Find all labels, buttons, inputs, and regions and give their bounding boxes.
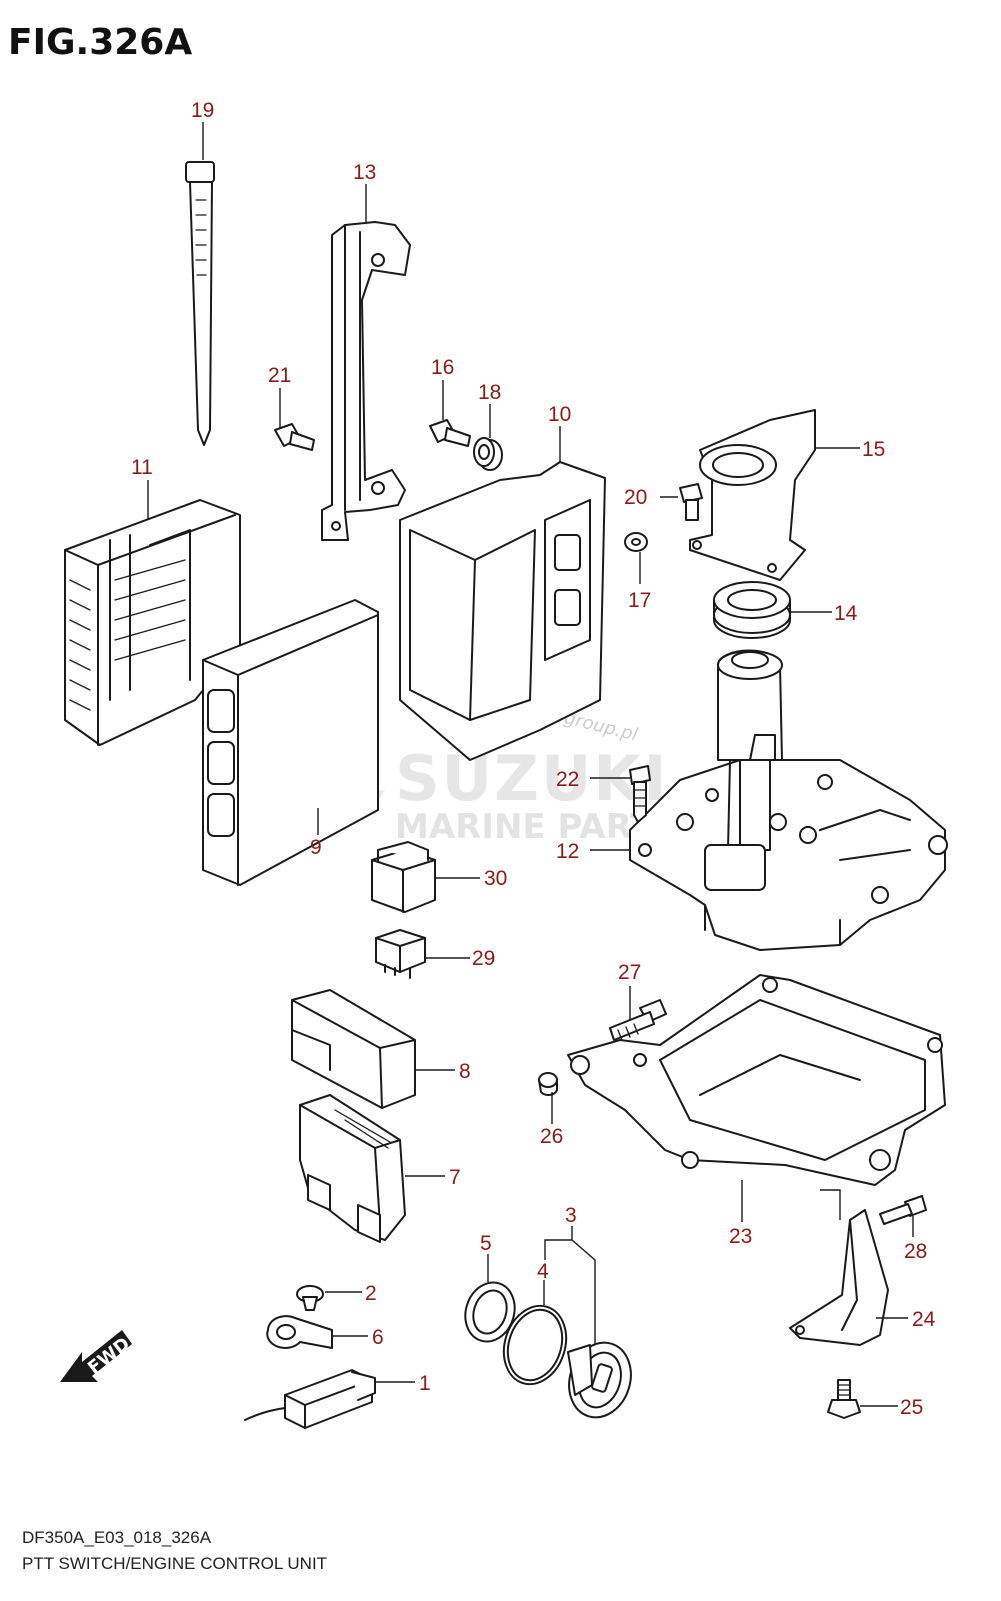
part-16-bolt [429,419,471,447]
callout-13: 13 [353,161,376,184]
callout-5: 5 [480,1232,492,1255]
part-6-clamp [266,1315,333,1349]
part-5-retainer [464,1281,516,1343]
callout-7: 7 [449,1166,461,1189]
figure-title: FIG.326A [8,22,193,63]
part-21-bolt [274,423,315,451]
part-7-fuse-box [299,1094,406,1243]
callout-23: 23 [729,1225,752,1248]
part-25-bolt [827,1379,861,1419]
callout-12: 12 [556,840,579,863]
figure-caption: PTT SWITCH/ENGINE CONTROL UNIT [22,1554,328,1573]
part-27-bolt [609,999,667,1041]
callout-20: 20 [624,486,647,509]
part-3-boot [567,1341,632,1419]
part-15-bracket [689,409,816,581]
callout-24: 24 [912,1308,936,1331]
part-30-relay [371,841,436,913]
part-2-screw [296,1285,324,1311]
part-12-ptt-unit [629,649,948,951]
part-23-lower-frame [567,974,946,1186]
part-11-ecu-cover [64,499,241,746]
callout-26: 26 [540,1125,563,1148]
callout-28: 28 [904,1240,927,1263]
callout-4: 4 [537,1260,549,1283]
part-4-o-ring [502,1304,568,1386]
callout-29: 29 [472,947,495,970]
callout-11: 11 [131,456,153,479]
callout-30: 30 [484,867,507,890]
part-18-grommet [473,437,503,471]
part-24-bracket [789,1209,889,1346]
callout-9: 9 [310,836,322,859]
figure-code: DF350A_E03_018_326A [22,1528,212,1547]
part-14-seal [713,581,791,639]
part-1-ptt-switch [244,1369,376,1429]
fwd-arrow: FWD [60,1330,134,1382]
part-10-ecu-holder [399,461,606,761]
part-13-bracket [321,221,411,541]
callout-19: 19 [191,99,214,122]
callout-22: 22 [556,768,579,791]
callout-21: 21 [268,364,291,387]
callout-10: 10 [548,403,571,426]
callout-3: 3 [565,1204,577,1227]
part-8-fuse-cover [291,989,416,1109]
callout-8: 8 [459,1060,471,1083]
part-22-bolt [629,765,651,823]
part-9-ecu-module [202,599,379,886]
callout-1: 1 [419,1372,431,1395]
callout-14: 14 [834,602,858,625]
part-17-nut [624,532,648,552]
part-28-bolt [879,1195,927,1225]
callout-17: 17 [628,589,651,612]
part-19-cable-tie [185,161,215,446]
callout-25: 25 [900,1396,923,1419]
part-29-relay [375,929,426,979]
part-20-bolt [679,483,703,521]
callout-labels: 19 13 21 16 18 10 11 9 20 17 15 14 22 12… [131,99,936,1419]
callout-15: 15 [862,438,885,461]
callout-6: 6 [372,1326,384,1349]
leader-lines [147,122,914,1407]
callout-27: 27 [618,961,641,984]
callout-18: 18 [478,381,501,404]
callout-2: 2 [365,1282,377,1305]
callout-16: 16 [431,356,454,379]
part-26-collar [538,1072,558,1096]
